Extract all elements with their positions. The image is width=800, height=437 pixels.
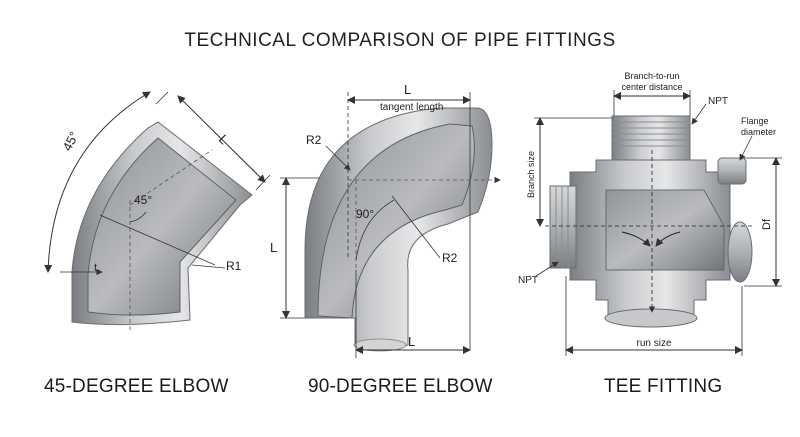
tee-left-thread [549, 185, 577, 269]
tee-branch-to-run-line2: center distance [621, 82, 682, 92]
tee-inner [605, 189, 725, 271]
elbow-90-angle: 90° [356, 207, 374, 221]
elbow-45-radius-label: R1 [226, 259, 242, 273]
elbow-45-angle-inner: 45° [134, 193, 152, 207]
tee-flange-line2: diameter [741, 127, 776, 137]
tee-branch-size: Branch size [526, 151, 536, 198]
tee-run-size: run size [636, 338, 671, 349]
elbow-45-angle-outer: 45° [59, 129, 81, 153]
elbow-90-tangent-label: tangent length [380, 102, 443, 113]
tee-npt-top: NPT [708, 96, 728, 107]
tee-flange-line1: Flange [741, 116, 769, 126]
tee-flange [727, 221, 753, 283]
caption-45-degree-elbow: 45-DEGREE ELBOW [44, 376, 229, 397]
elbow-45-figure [44, 91, 271, 330]
elbow-90-radius-outer: R2 [306, 133, 322, 147]
tee-figure [534, 90, 782, 356]
elbow-90-length-side: L [270, 240, 277, 255]
elbow-90-radius-inner: R2 [442, 251, 458, 265]
elbow-90-inner [317, 123, 475, 319]
tee-npt-left: NPT [518, 275, 538, 286]
caption-90-degree-elbow: 90-DEGREE ELBOW [308, 376, 493, 397]
tee-branch-to-run-line1: Branch-to-run [624, 71, 679, 81]
elbow-90-length-top: L [404, 82, 411, 97]
tee-top-thread [611, 115, 691, 161]
elbow-45-thickness-label: t [94, 262, 97, 274]
elbow-90-figure [280, 92, 501, 358]
caption-tee-fitting: TEE FITTING [604, 376, 723, 397]
diagram-title: TECHNICAL COMPARISON OF PIPE FITTINGS [184, 30, 616, 51]
tee-df-label: Df [761, 218, 773, 230]
elbow-45-length-label: L [216, 132, 232, 148]
elbow-90-length-bottom: L [408, 334, 415, 349]
